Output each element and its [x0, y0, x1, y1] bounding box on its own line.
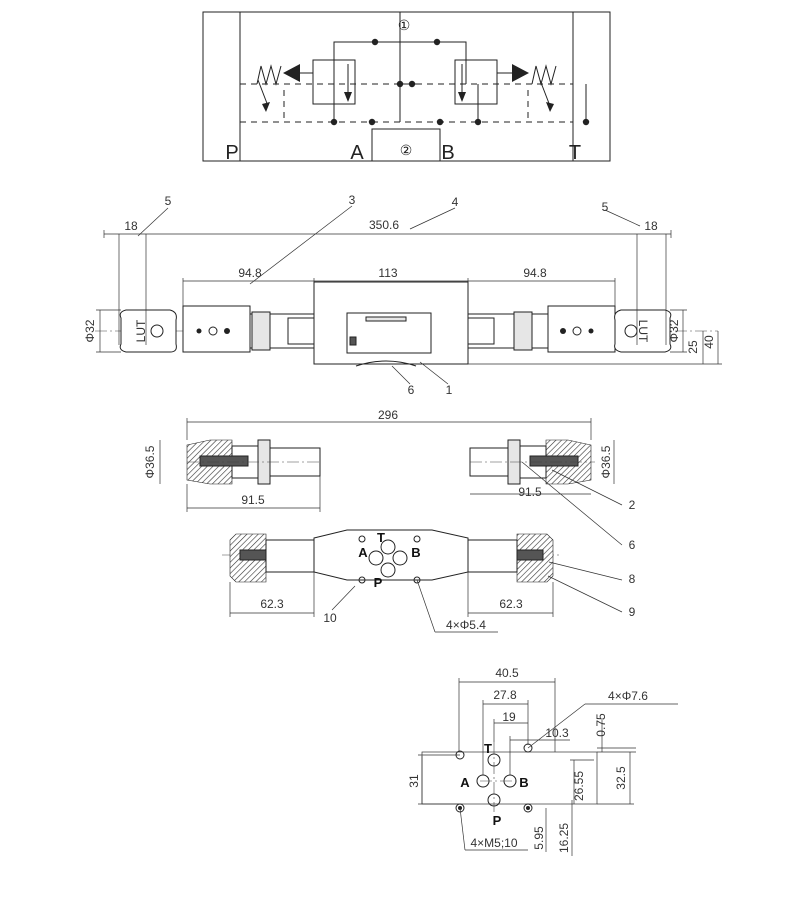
top-view: T A B P 62.3 62.3 4×Φ5.4 8 9 10	[222, 529, 636, 633]
callout-9: 9	[629, 605, 636, 619]
mount-holes-thread: 4×M5;10	[470, 836, 517, 850]
dim-solenoid-left: 94.8	[238, 266, 262, 280]
top-port-a: A	[358, 545, 368, 560]
front-view: LUT LUT 350.6 18 18 94.8 113 94	[83, 193, 722, 397]
callout-10: 10	[323, 611, 337, 625]
right-solenoid	[547, 305, 616, 353]
dim-dia-left: Φ32	[83, 319, 97, 342]
dim-26-55: 26.55	[572, 771, 586, 801]
dim-31: 31	[407, 774, 421, 788]
dim-connector-left: 91.5	[241, 493, 265, 507]
dim-dia-right: Φ32	[667, 319, 681, 342]
callout-5-right: 5	[602, 200, 609, 214]
dim-40-5: 40.5	[495, 666, 519, 680]
left-nut	[119, 309, 177, 353]
mount-port-p: P	[493, 813, 502, 828]
top-port-p: P	[374, 575, 383, 590]
port-a-label: A	[350, 142, 364, 164]
dim-nut-right: 18	[644, 219, 658, 233]
top-holes-label: 4×Φ5.4	[446, 618, 486, 632]
svg-text:LUT: LUT	[636, 320, 650, 343]
callout-1: 1	[446, 383, 453, 397]
top-port-b: B	[411, 545, 420, 560]
svg-text:LUT: LUT	[134, 319, 148, 342]
dim-top-right: 62.3	[499, 597, 523, 611]
dim-height-40: 40	[702, 335, 716, 349]
port-2-label: ②	[400, 142, 413, 158]
callout-7: 6	[629, 538, 636, 552]
dim-height-25: 25	[686, 340, 700, 354]
port-1-label: ①	[398, 17, 411, 33]
connector-view: 296 Φ36.5 Φ36.5 91.5 91.5 2 6	[143, 408, 636, 552]
dim-27-8: 27.8	[493, 688, 517, 702]
dim-solenoid-right: 94.8	[523, 266, 547, 280]
dim-body: 113	[378, 266, 397, 280]
top-body	[313, 529, 469, 581]
mount-port-a: A	[460, 775, 470, 790]
callout-4: 4	[452, 195, 459, 209]
dim-connector-right: 91.5	[518, 485, 542, 499]
port-b-label: B	[441, 142, 454, 164]
dim-5-95: 5.95	[532, 826, 546, 850]
dim-10-3: 10.3	[545, 726, 569, 740]
dim-top-left: 62.3	[260, 597, 284, 611]
dim-connector-dia-right: Φ36.5	[599, 445, 613, 478]
mount-port-t: T	[484, 741, 492, 756]
dim-19: 19	[502, 710, 516, 724]
callout-3: 3	[349, 193, 356, 207]
mount-port-b: B	[519, 775, 528, 790]
callout-5-left: 5	[165, 194, 172, 208]
dim-overall-length: 350.6	[369, 218, 399, 232]
callout-2: 2	[629, 498, 636, 512]
dim-0-75: 0.75	[594, 713, 608, 737]
mount-holes-large: 4×Φ7.6	[608, 689, 648, 703]
top-port-t: T	[377, 530, 385, 545]
dim-connector-dia-left: Φ36.5	[143, 445, 157, 478]
port-t-label: T	[569, 142, 581, 164]
right-nut	[614, 309, 672, 353]
callout-8: 8	[629, 572, 636, 586]
dim-nut-left: 18	[124, 219, 138, 233]
hydraulic-symbol: ① ② P A B T	[202, 11, 611, 164]
mounting-pattern: T A B P 40.5 27.8 19 10.3 4×Φ7.6 0.75 26…	[407, 666, 678, 856]
dim-32-5: 32.5	[614, 766, 628, 790]
port-p-label: P	[225, 142, 238, 164]
callout-6: 6	[408, 383, 415, 397]
dim-16-25: 16.25	[557, 823, 571, 853]
dim-connector-length: 296	[378, 408, 398, 422]
